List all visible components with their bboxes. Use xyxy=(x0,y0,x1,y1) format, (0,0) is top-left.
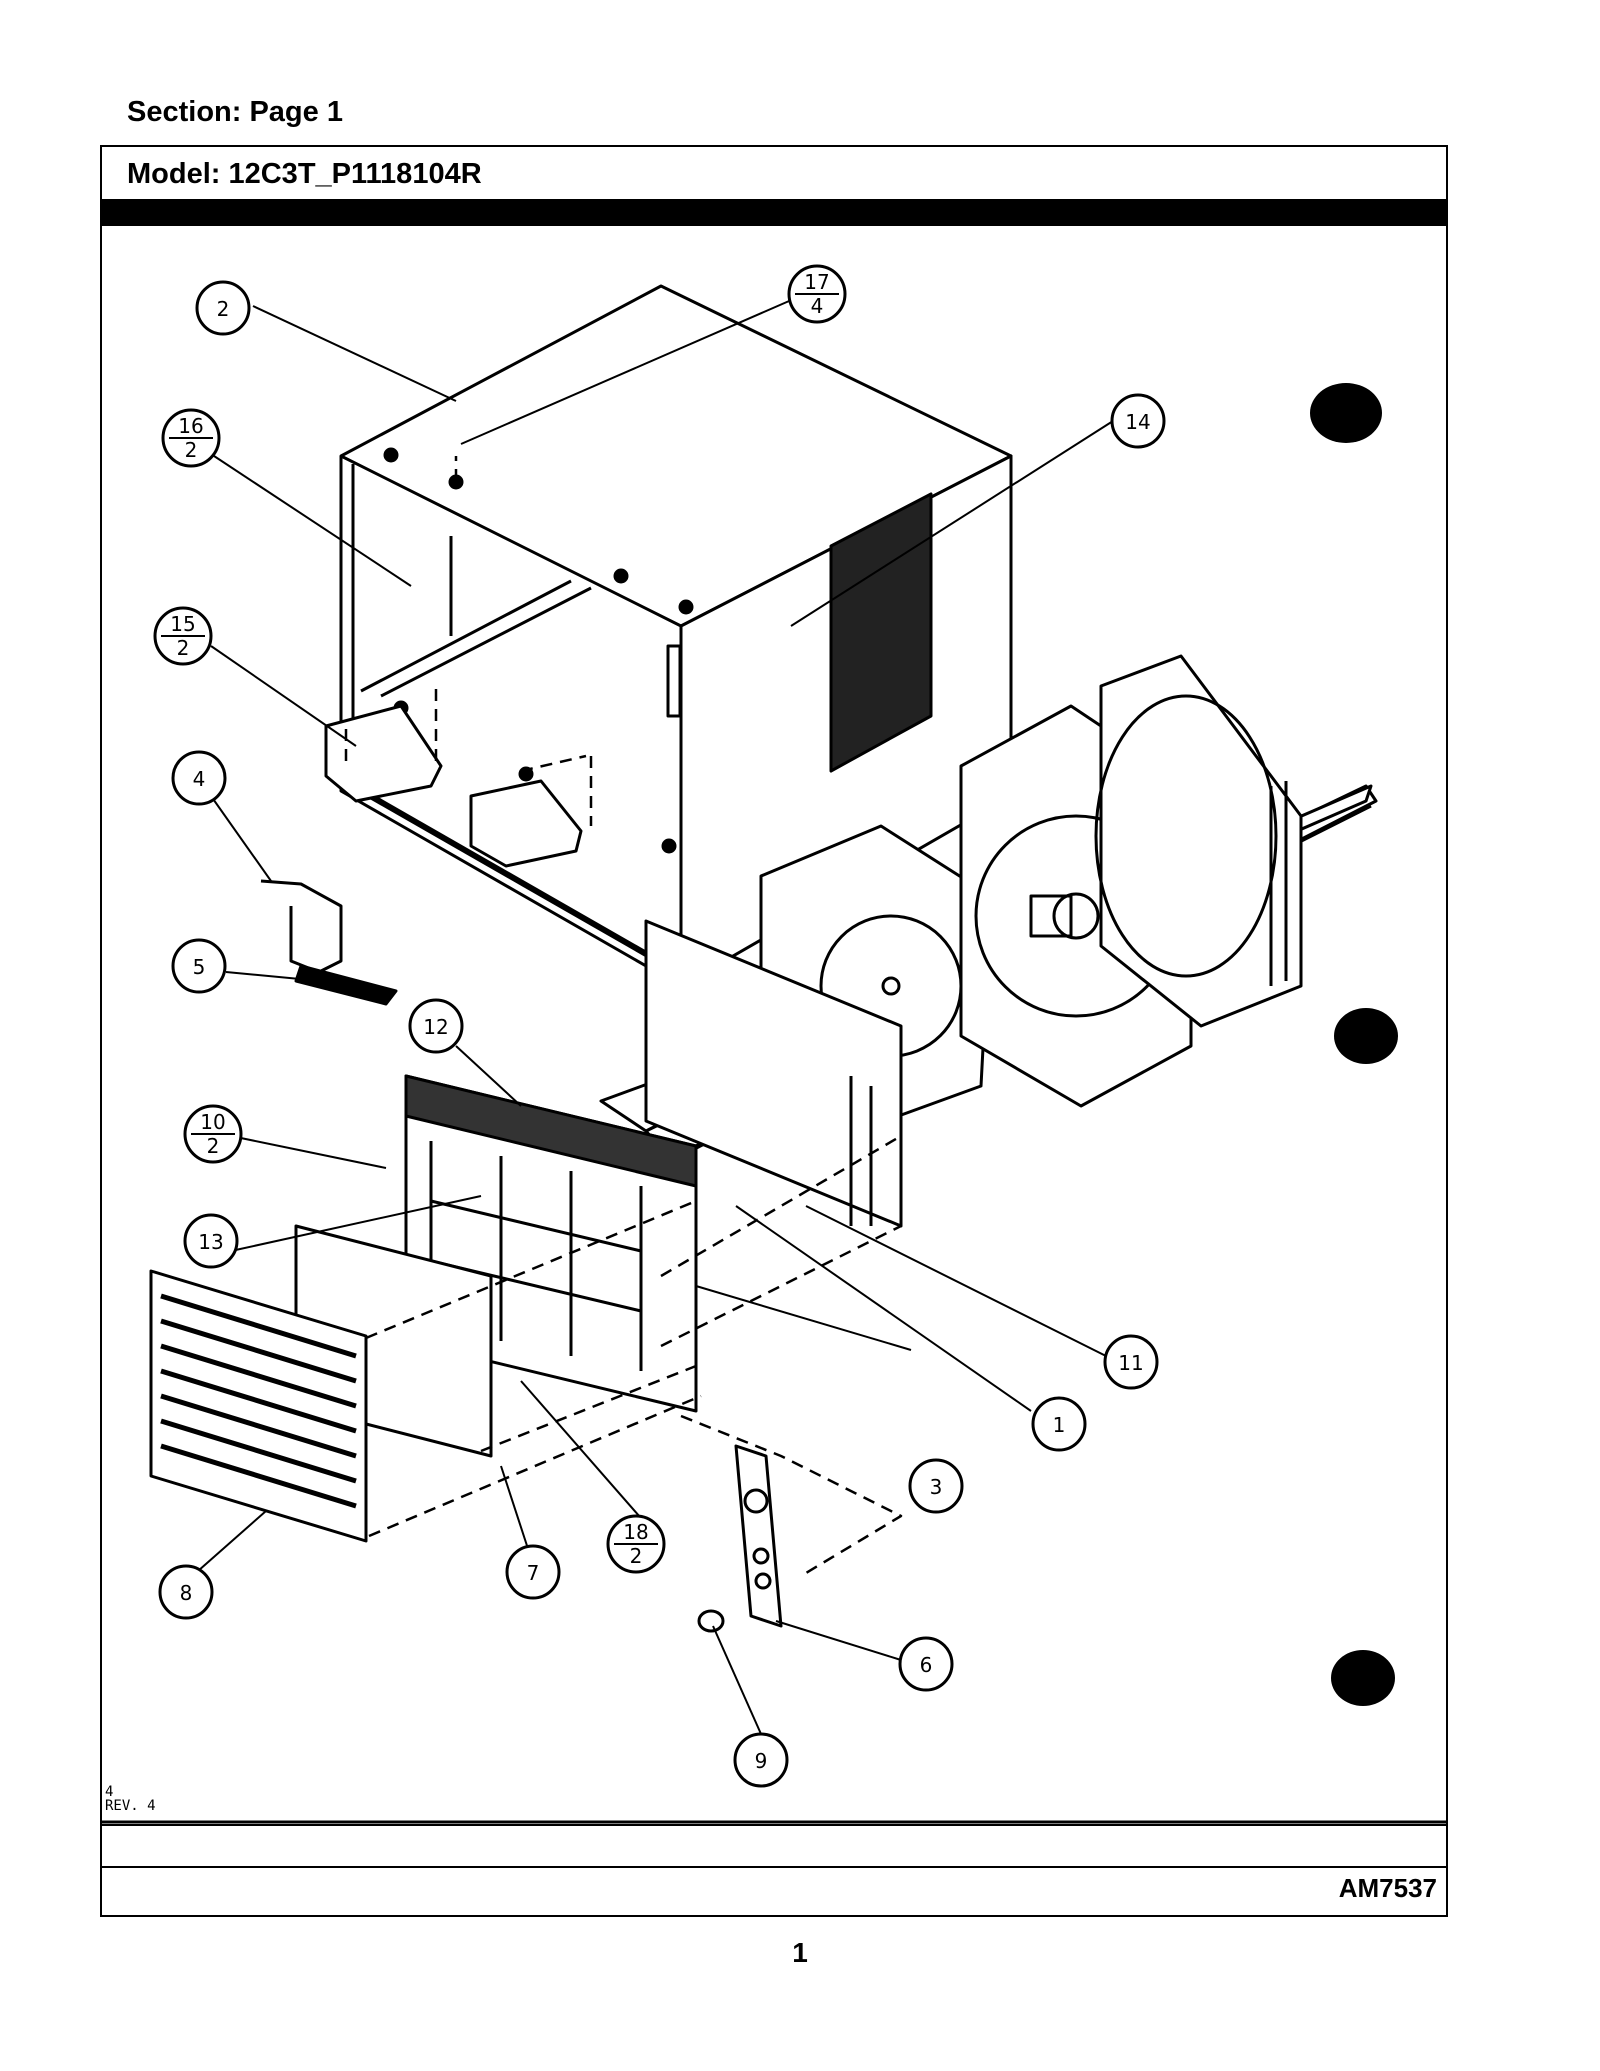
drawing-code: AM7537 xyxy=(1338,1873,1437,1903)
svg-text:14: 14 xyxy=(1125,410,1150,434)
control-plate xyxy=(734,1444,783,1628)
svg-text:13: 13 xyxy=(198,1230,223,1254)
strip-part xyxy=(294,964,398,1006)
svg-text:12: 12 xyxy=(423,1015,448,1039)
svg-text:2: 2 xyxy=(630,1544,643,1568)
front-grille xyxy=(149,1269,368,1543)
callout-3: 3 xyxy=(908,1458,964,1514)
exploded-parts-drawing: 2 14 4 5 12 13 11 1 xyxy=(101,264,1447,1824)
svg-text:8: 8 xyxy=(180,1581,193,1605)
svg-text:1: 1 xyxy=(1053,1413,1066,1437)
base-rails xyxy=(324,704,583,868)
page-number: 1 xyxy=(792,1937,808,1968)
revision-note: 4 REV. 4 xyxy=(105,1785,156,1813)
footer-rule-bottom xyxy=(101,1866,1447,1868)
callout-16-2: 16 2 xyxy=(161,408,221,468)
svg-text:9: 9 xyxy=(755,1749,768,1773)
callout-13: 13 xyxy=(183,1213,239,1269)
callout-2: 2 xyxy=(195,280,251,336)
svg-text:10: 10 xyxy=(200,1110,225,1134)
svg-text:15: 15 xyxy=(170,612,195,636)
callout-17-4: 17 4 xyxy=(787,264,847,324)
svg-text:4: 4 xyxy=(811,294,824,318)
model-title: Model: 12C3T_P1118104R xyxy=(127,158,482,190)
header-divider-bar xyxy=(101,199,1447,226)
svg-text:6: 6 xyxy=(920,1653,933,1677)
assembly-lines xyxy=(344,456,903,1578)
svg-text:2: 2 xyxy=(217,297,230,321)
section-title: Section: Page 1 xyxy=(127,96,343,128)
callout-7: 7 xyxy=(505,1544,561,1600)
callout-6: 6 xyxy=(898,1636,954,1692)
callout-10-2: 10 2 xyxy=(183,1104,243,1164)
revision-number: 4 xyxy=(105,1784,114,1800)
svg-text:2: 2 xyxy=(207,1134,220,1158)
footer-rule-top xyxy=(101,1824,1447,1826)
revision-label: REV. 4 xyxy=(105,1798,156,1814)
svg-text:5: 5 xyxy=(193,955,206,979)
svg-text:17: 17 xyxy=(804,270,829,294)
callout-14: 14 xyxy=(1110,393,1166,449)
callout-1: 1 xyxy=(1031,1396,1087,1452)
callout-11: 11 xyxy=(1103,1334,1159,1390)
callout-12: 12 xyxy=(408,998,464,1054)
callout-9: 9 xyxy=(733,1732,789,1788)
svg-text:18: 18 xyxy=(623,1520,648,1544)
cabinet-side-vent xyxy=(829,492,933,773)
svg-text:16: 16 xyxy=(178,414,203,438)
parts-diagram-frame xyxy=(100,145,1448,1917)
svg-text:3: 3 xyxy=(930,1475,943,1499)
callout-4: 4 xyxy=(171,750,227,806)
binder-hole-marks xyxy=(1310,383,1398,1706)
callout-15-2: 15 2 xyxy=(153,606,213,666)
svg-text:7: 7 xyxy=(527,1561,540,1585)
callout-8: 8 xyxy=(158,1564,214,1620)
callout-5: 5 xyxy=(171,938,227,994)
callout-18-2: 18 2 xyxy=(606,1514,666,1574)
svg-text:11: 11 xyxy=(1118,1351,1143,1375)
leader-lines xyxy=(180,297,1114,1735)
control-knob xyxy=(697,1609,725,1633)
bracket-part xyxy=(260,879,343,973)
svg-text:2: 2 xyxy=(177,636,190,660)
svg-text:4: 4 xyxy=(193,767,206,791)
condenser-coil xyxy=(1094,654,1303,1028)
svg-text:2: 2 xyxy=(185,438,198,462)
